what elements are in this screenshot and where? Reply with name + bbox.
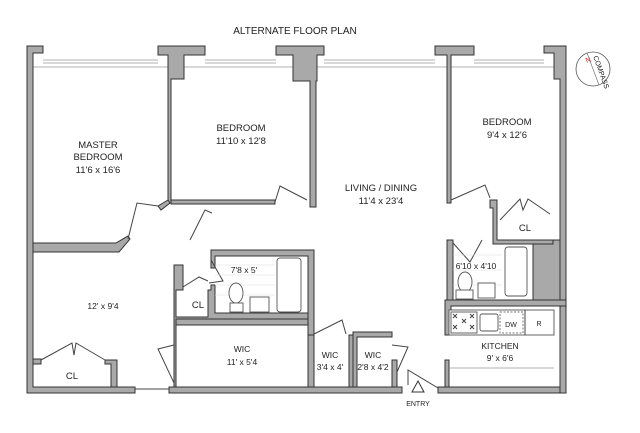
toilet-icon — [228, 282, 244, 304]
bedroom-2-name: BEDROOM — [216, 123, 265, 134]
room-labels: MASTER BEDROOM 11'6 x 16'6 BEDROOM 11'10… — [66, 117, 542, 408]
dishwasher-label: DW — [505, 322, 517, 329]
plan-title: ALTERNATE FLOOR PLAN — [233, 26, 357, 37]
living-dining-name: LIVING / DINING — [345, 183, 417, 194]
doors — [40, 184, 551, 389]
bedroom-2-size: 11'10 x 12'8 — [216, 136, 266, 147]
walls — [26, 45, 567, 394]
wic-1-name: WIC — [234, 344, 251, 354]
toilet-icon — [457, 271, 473, 293]
master-bedroom-name: MASTER — [78, 140, 118, 151]
master-bedroom-name-2: BEDROOM — [73, 152, 122, 163]
wic-3-size: 2'8 x 4'2 — [357, 362, 388, 372]
sink-icon — [477, 282, 496, 299]
bath-1-size: 7'8 x 5' — [231, 265, 258, 275]
fixtures — [215, 246, 555, 393]
kitchen-sink-icon — [479, 313, 499, 332]
entry-label: ENTRY — [406, 401, 430, 408]
compass-icon: N COMPASS — [575, 51, 611, 90]
closet-bedroom3-label: CL — [519, 223, 531, 234]
den-size: 12' x 9'4 — [87, 301, 118, 311]
bedroom-3-size: 9'4 x 12'6 — [487, 130, 527, 141]
dishwasher — [499, 311, 524, 334]
wic-1-size: 11' x 5'4 — [227, 357, 258, 367]
kitchen-size: 9' x 6'6 — [487, 353, 514, 363]
sink-icon — [249, 296, 270, 313]
living-dining-size: 11'4 x 23'4 — [359, 196, 404, 207]
bathtub-icon — [504, 246, 528, 297]
closet-den-label: CL — [66, 371, 78, 382]
master-bedroom-size: 11'6 x 16'6 — [76, 165, 121, 176]
compass-north: N — [585, 56, 592, 64]
bath-2-size: 6'10 x 4'10 — [456, 261, 497, 271]
closet-hall-label: CL — [192, 300, 204, 311]
bathtub-icon — [276, 257, 302, 313]
wic-3-name: WIC — [365, 350, 382, 360]
wic-2-name: WIC — [322, 350, 339, 360]
kitchen-name: KITCHEN — [481, 341, 518, 351]
refrigerator-label: R — [536, 321, 541, 328]
wic-2-size: 3'4 x 4' — [317, 362, 344, 372]
entry-arrow-icon — [411, 379, 425, 393]
bedroom-3-name: BEDROOM — [482, 117, 531, 128]
